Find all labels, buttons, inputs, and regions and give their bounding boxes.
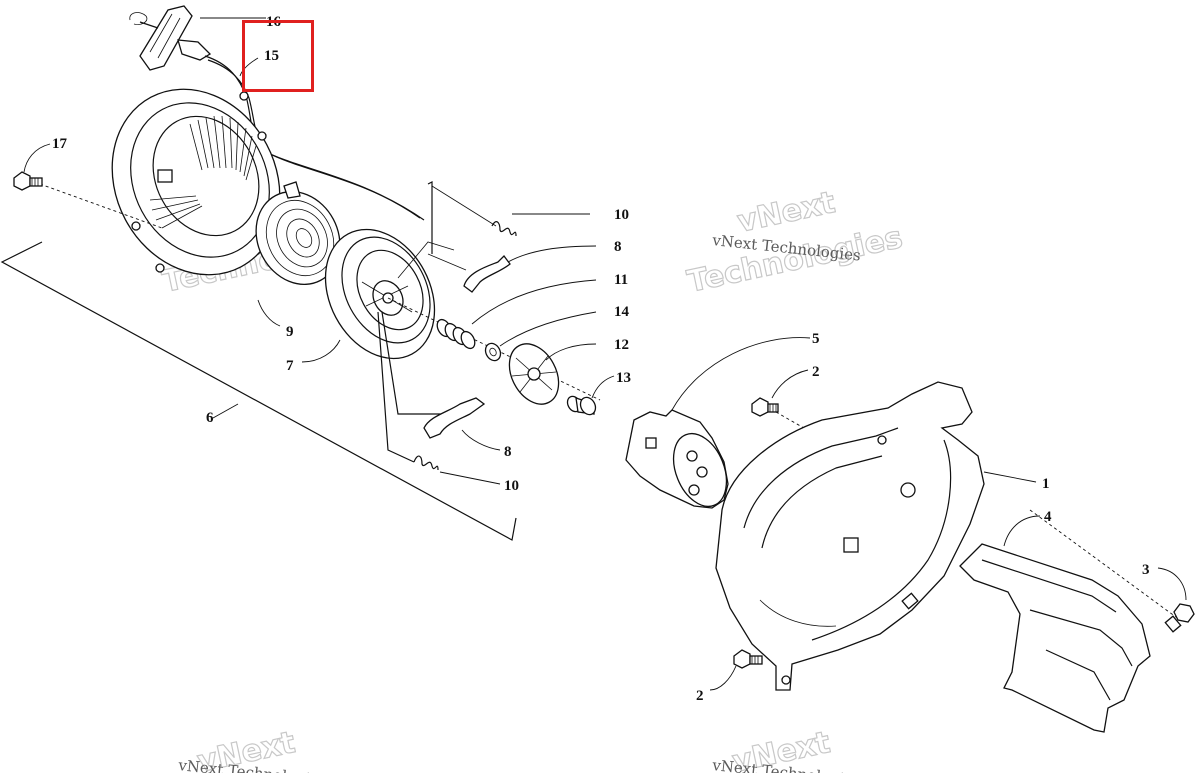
callout-2-upper: 2 xyxy=(812,364,820,380)
callout-1: 1 xyxy=(1042,476,1050,492)
callout-6: 6 xyxy=(206,410,214,426)
callout-13: 13 xyxy=(616,370,631,386)
ratchet-plate-12 xyxy=(508,343,560,405)
bolt-2-lower xyxy=(733,649,763,669)
callout-2-lower: 2 xyxy=(696,688,704,704)
spring-11 xyxy=(436,318,476,350)
callout-14: 14 xyxy=(614,304,630,320)
callout-4: 4 xyxy=(1044,509,1052,525)
watermark-right: vNext Technologies vNext Technologies xyxy=(684,184,906,300)
pawl-8-upper xyxy=(397,241,511,293)
spring-10-lower xyxy=(377,311,439,471)
callout-10-upper: 10 xyxy=(614,207,629,223)
callout-17: 17 xyxy=(52,136,68,152)
callouts: 16 15 17 10 8 11 14 12 13 9 7 6 8 10 5 2… xyxy=(52,14,1150,704)
highlight-box xyxy=(242,20,314,92)
air-duct xyxy=(959,543,1151,733)
callout-15: 15 xyxy=(264,48,279,64)
watermark-logo-line1: vNext xyxy=(734,185,838,240)
fan-housing xyxy=(715,381,985,691)
callout-10-lower: 10 xyxy=(504,478,519,494)
spring-10-upper xyxy=(427,181,517,254)
callout-3: 3 xyxy=(1142,562,1150,578)
drive-cup xyxy=(625,409,729,509)
callout-7: 7 xyxy=(286,358,294,374)
callout-11: 11 xyxy=(614,272,628,288)
callout-12: 12 xyxy=(614,337,629,353)
watermark-bottom-left: vNext vNext Technologies xyxy=(177,724,328,773)
bolt-2-upper xyxy=(751,397,779,417)
recoil-spring xyxy=(255,181,341,286)
bolt-17 xyxy=(13,171,43,191)
callout-9: 9 xyxy=(286,324,294,340)
leader-lines xyxy=(23,17,1187,691)
callout-8-lower: 8 xyxy=(504,444,512,460)
callout-5: 5 xyxy=(812,331,820,347)
callout-8-upper: 8 xyxy=(614,239,622,255)
starter-housing xyxy=(111,88,281,276)
washer-14 xyxy=(484,342,502,362)
starter-handle xyxy=(129,5,212,71)
watermark-bottom-right: vNext vNext Technologies xyxy=(711,724,862,773)
pawl-8-lower xyxy=(381,311,486,439)
screw-13 xyxy=(566,395,597,416)
assembly-bracket xyxy=(0,241,517,541)
bolt-3 xyxy=(1164,603,1195,633)
